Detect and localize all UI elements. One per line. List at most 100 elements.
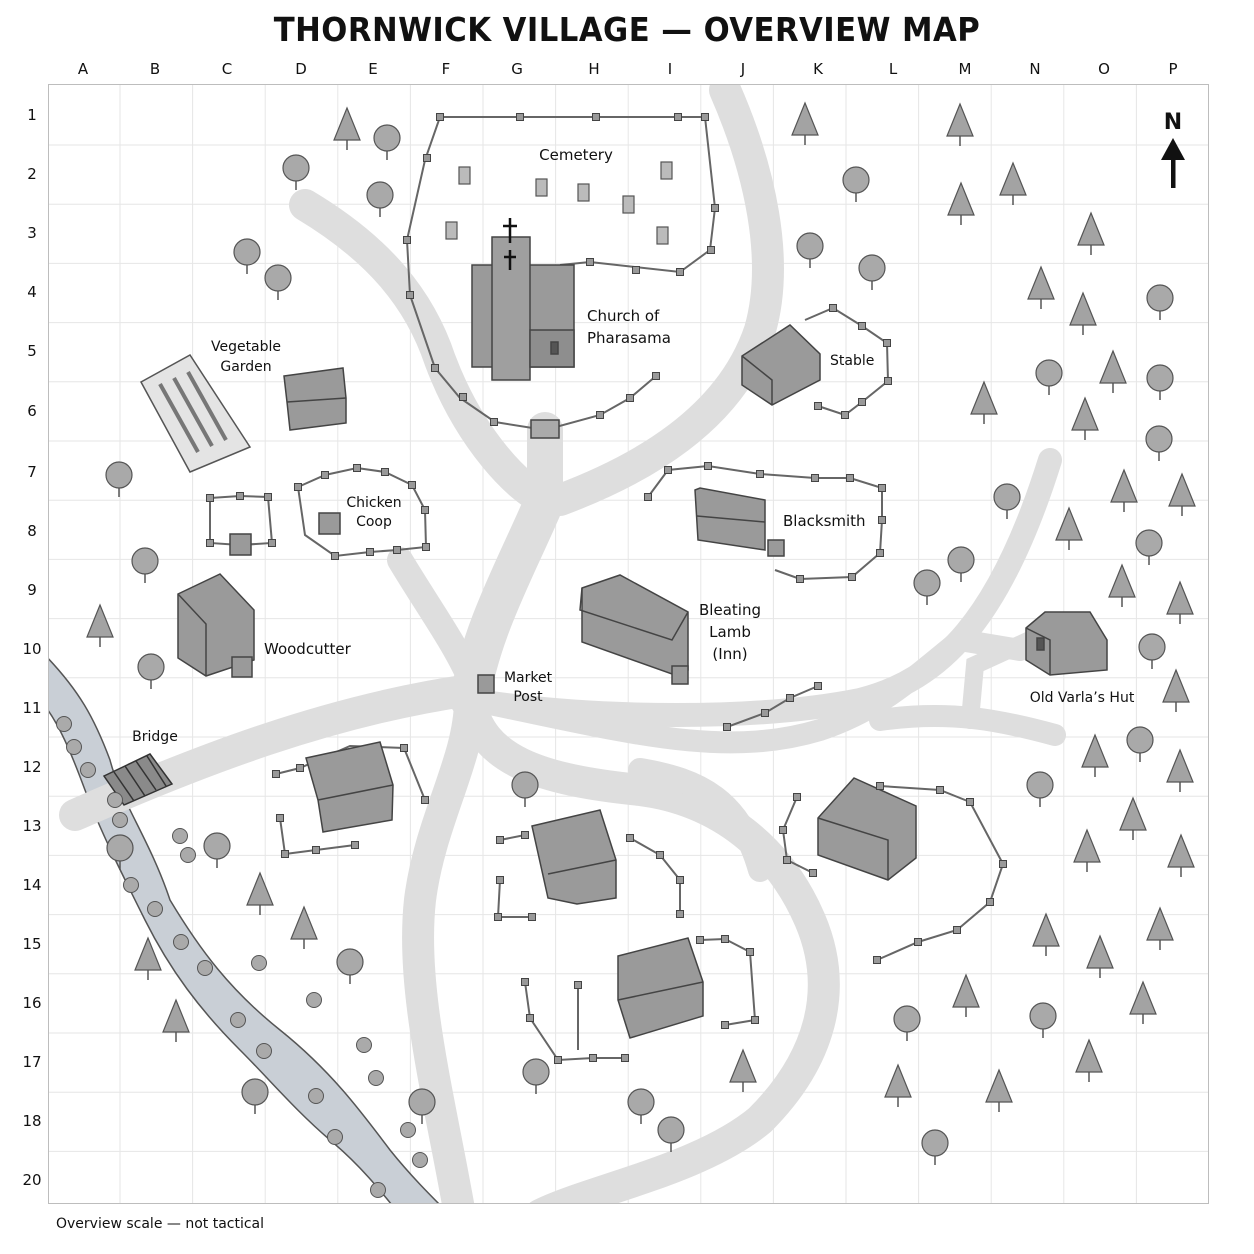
fence-post <box>353 464 361 472</box>
road-east-lower <box>459 628 1031 754</box>
fence-post <box>793 793 801 801</box>
fence-post <box>406 291 414 299</box>
conifer-tree-icon <box>1108 563 1136 598</box>
fence-post <box>496 836 504 844</box>
fence-post <box>701 113 709 121</box>
deciduous-tree-icon <box>233 238 261 266</box>
house-15 <box>617 937 704 1039</box>
fence-post <box>848 573 856 581</box>
fence-post <box>393 546 401 554</box>
column-label-k: K <box>813 60 823 78</box>
fence-post <box>914 938 922 946</box>
deciduous-tree-icon <box>522 1058 550 1086</box>
scale-note: Overview scale — not tactical <box>56 1216 265 1232</box>
fence-post <box>809 869 817 877</box>
label-coop-line2: Coop <box>356 514 392 530</box>
conifer-tree-icon <box>999 161 1027 196</box>
river-stone <box>147 901 163 917</box>
fence-post <box>876 782 884 790</box>
conifer-tree-icon <box>952 973 980 1008</box>
road-east-upper <box>458 448 1062 727</box>
deciduous-tree-icon <box>858 254 886 282</box>
fence-post <box>883 339 891 347</box>
road-south-east <box>628 758 772 882</box>
column-label-d: D <box>295 60 307 78</box>
fence-post <box>756 470 764 478</box>
yard-fence-12 <box>275 744 426 856</box>
blacksmith-fence <box>647 464 883 581</box>
river-stone <box>180 847 196 863</box>
river-stone <box>123 877 139 893</box>
conifer-tree-icon <box>970 380 998 415</box>
row-label-14: 14 <box>22 876 42 894</box>
row-label-6: 6 <box>27 402 37 420</box>
fence-post <box>829 304 837 312</box>
river-stone <box>80 762 96 778</box>
deciduous-tree-icon <box>1035 359 1063 387</box>
column-label-m: M <box>958 60 972 78</box>
church-cross-icon <box>503 218 517 270</box>
river-stone <box>66 739 82 755</box>
fence-post <box>878 484 886 492</box>
deciduous-tree-icon <box>1146 284 1174 312</box>
column-label-j: J <box>740 60 746 78</box>
fence-post <box>408 481 416 489</box>
row-label-2: 2 <box>27 165 37 183</box>
label-woodcutter: Woodcutter <box>264 640 352 658</box>
fence-post <box>494 913 502 921</box>
deciduous-tree-icon <box>947 546 975 574</box>
label-inn-line3: (Inn) <box>712 645 747 663</box>
fence-post <box>696 936 704 944</box>
north-arrow-icon: N <box>1161 110 1185 188</box>
conifer-tree-icon <box>1081 733 1109 768</box>
fence-post <box>528 913 536 921</box>
fence-post <box>814 402 822 410</box>
river-stone <box>173 934 189 950</box>
conifer-tree-icon <box>1110 468 1138 503</box>
garden-shed <box>229 533 252 556</box>
column-label-b: B <box>149 60 161 78</box>
label-bridge: Bridge <box>132 729 178 745</box>
column-label-g: G <box>511 60 523 78</box>
river-stone <box>370 1182 386 1198</box>
column-label-o: O <box>1098 60 1110 78</box>
conifer-tree-icon <box>1146 906 1174 941</box>
fence-post <box>526 1014 534 1022</box>
row-label-15: 15 <box>22 935 42 953</box>
fence-post <box>294 483 302 491</box>
fence-post <box>858 398 866 406</box>
fence-post <box>422 543 430 551</box>
fence-post <box>876 549 884 557</box>
market-post <box>477 674 495 694</box>
column-label-i: I <box>667 60 673 78</box>
column-label-n: N <box>1029 60 1041 78</box>
fence-post <box>674 113 682 121</box>
fence-post <box>626 834 634 842</box>
fence-post <box>723 723 731 731</box>
fence-posts <box>206 113 1007 1064</box>
location-labels: Cemetery Church of Pharasama Stable Vege… <box>132 146 1135 745</box>
map-grid <box>48 84 1209 1204</box>
label-church-line1: Church of <box>587 307 660 325</box>
fence-post <box>841 411 849 419</box>
row-label-13: 13 <box>22 817 42 835</box>
conifer-tree-icon <box>1166 748 1194 783</box>
deciduous-tree-icon <box>1135 529 1163 557</box>
label-market-line1: Market <box>504 670 553 686</box>
river-stone <box>308 1088 324 1104</box>
fence-post <box>664 466 672 474</box>
fence-post <box>632 266 640 274</box>
conifer-tree-icon <box>985 1068 1013 1103</box>
road-southwest <box>402 684 486 1204</box>
fence-post <box>811 474 819 482</box>
fence-post <box>496 876 504 884</box>
deciduous-tree-icon <box>137 653 165 681</box>
river-stone <box>368 1070 384 1086</box>
fence-post <box>676 268 684 276</box>
conifer-tree-icon <box>1167 833 1195 868</box>
fence-post <box>779 826 787 834</box>
deciduous-tree-icon <box>106 834 134 862</box>
conifer-tree-icon <box>1129 980 1157 1015</box>
fence-post <box>873 956 881 964</box>
deciduous-tree-icon <box>105 461 133 489</box>
